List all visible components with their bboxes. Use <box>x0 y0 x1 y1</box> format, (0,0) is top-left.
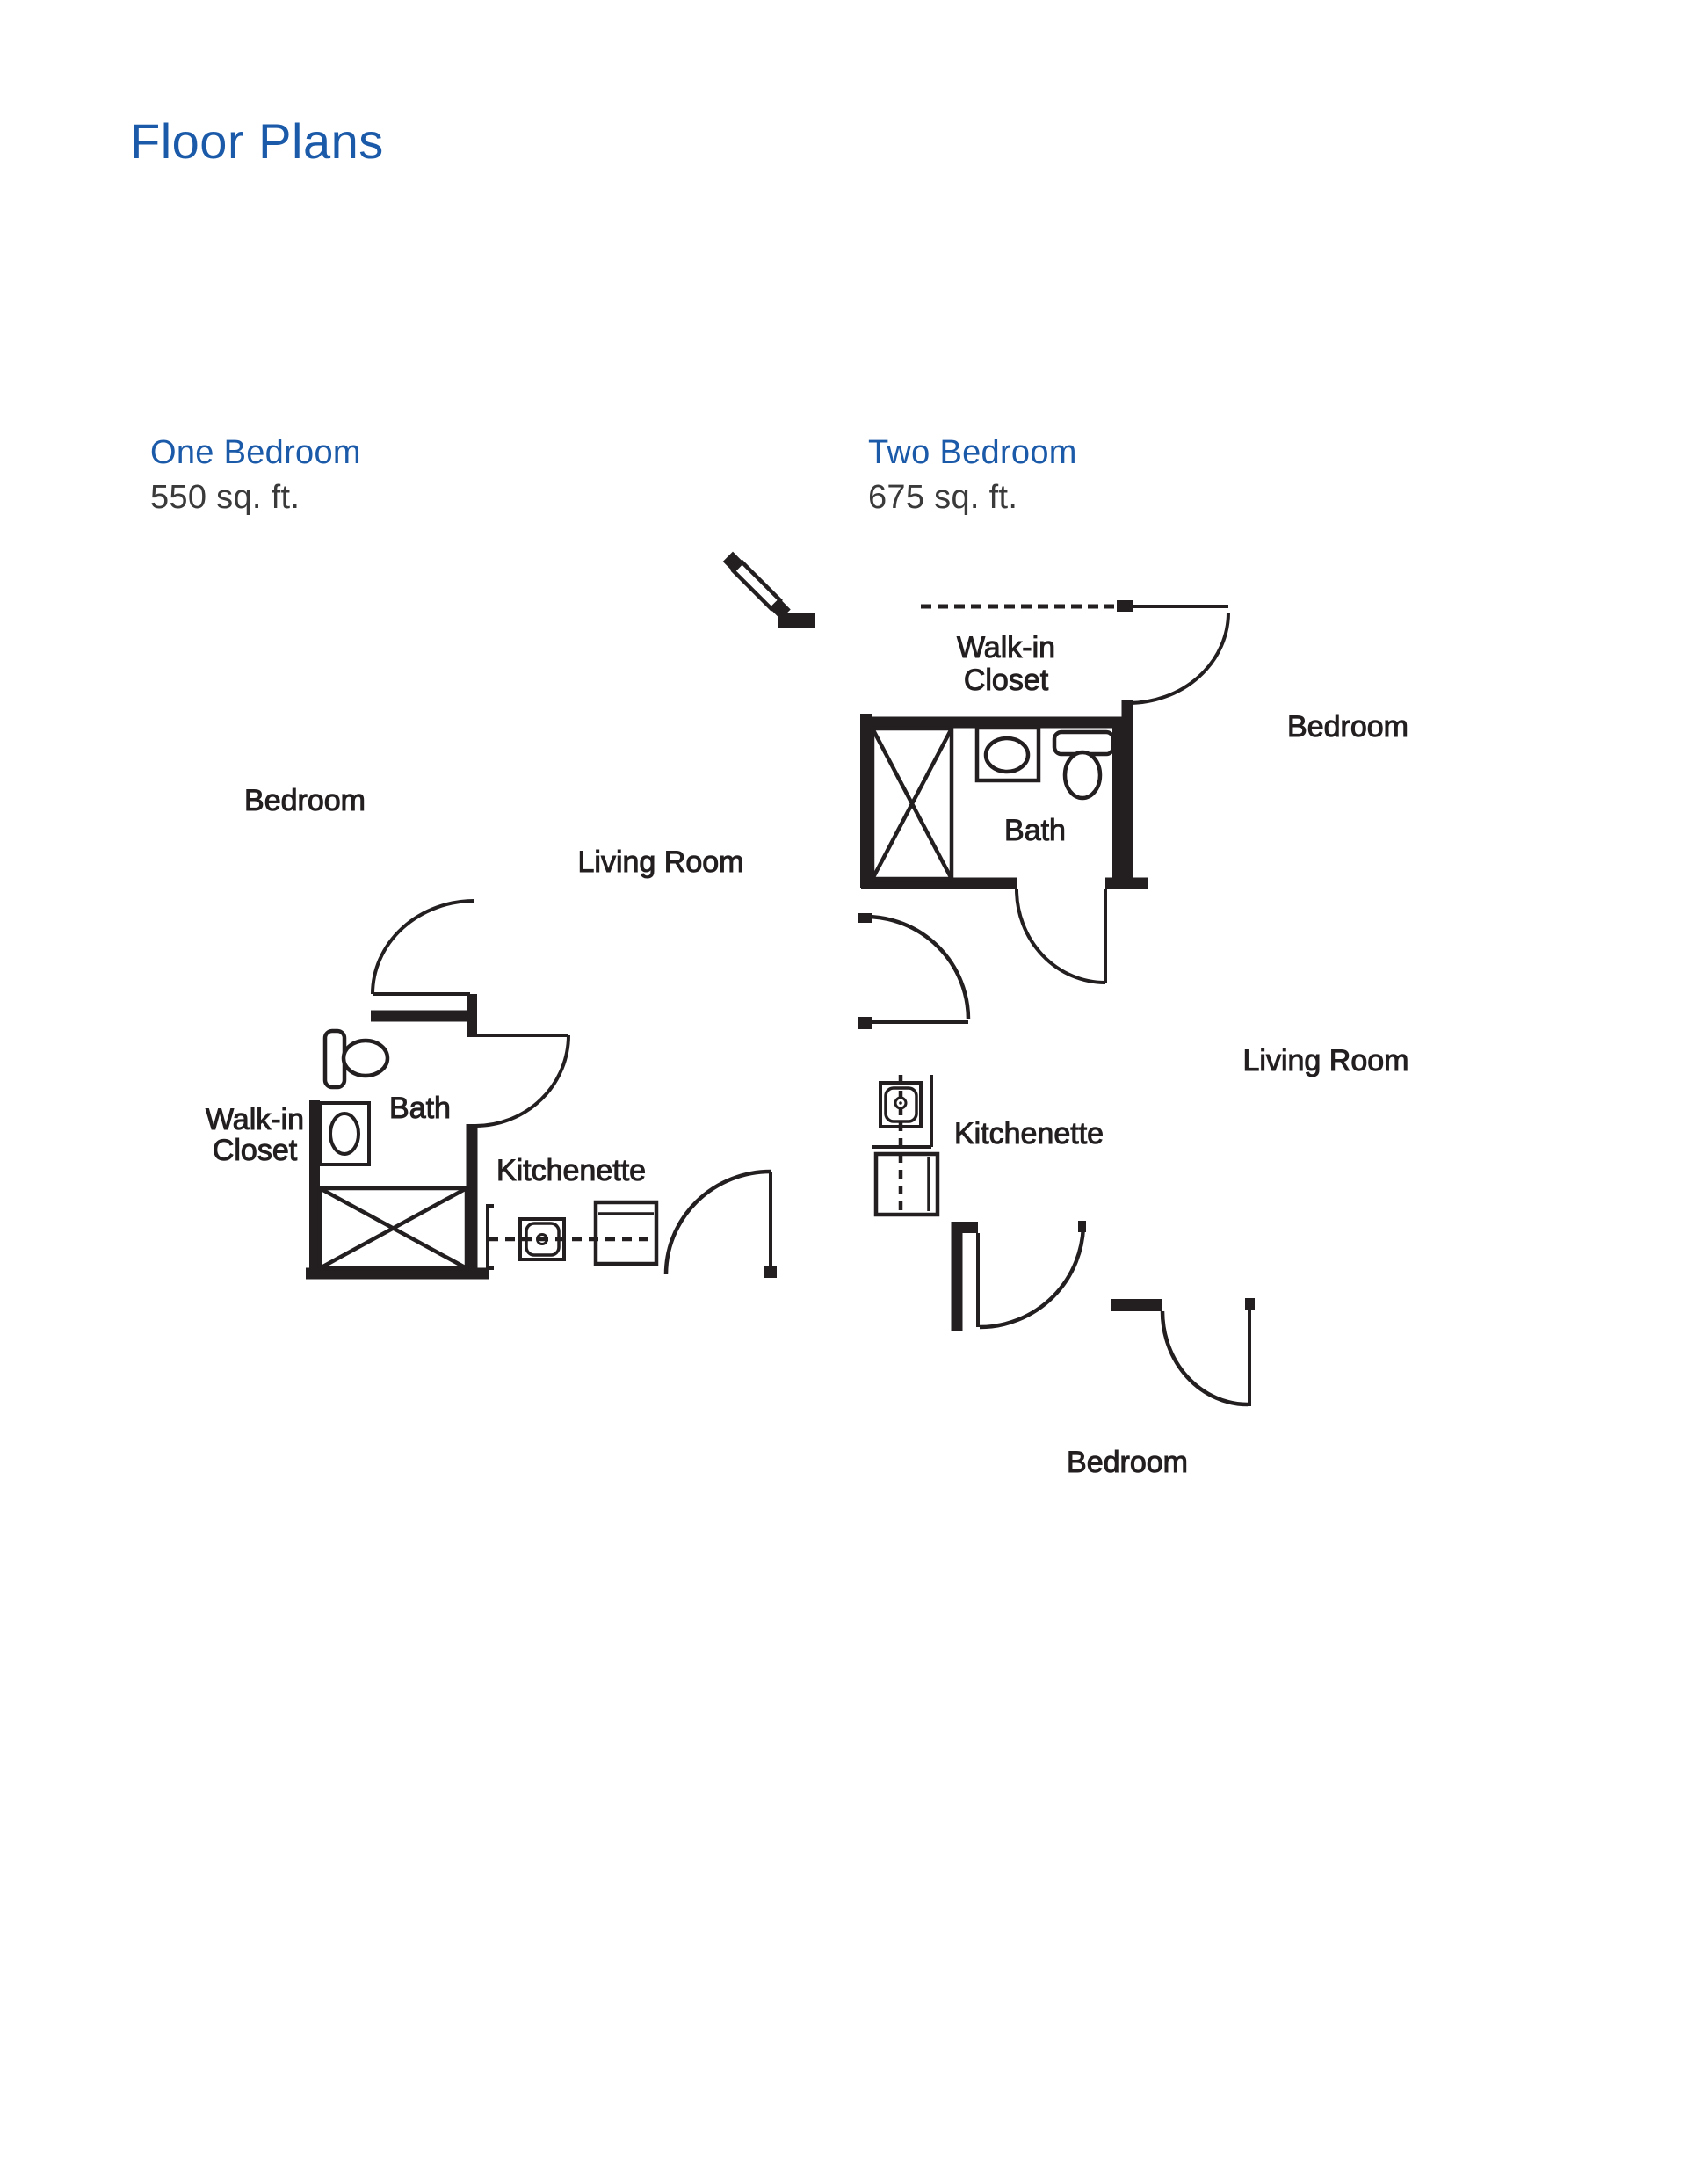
two-bedroom-heading: Two Bedroom 675 sq. ft. <box>868 434 1077 517</box>
two-bed-kitchenette-label: Kitchenette <box>954 1117 1104 1150</box>
one-bedroom-heading: One Bedroom 550 sq. ft. <box>150 434 361 517</box>
one-bed-bedroom-label: Bedroom <box>244 784 366 817</box>
bedroom-door-arc <box>371 899 477 1037</box>
two-bed-bedroom-lower-label: Bedroom <box>1067 1446 1188 1479</box>
two-bedroom-name: Two Bedroom <box>868 434 1077 471</box>
bath-closet-walls <box>306 1100 489 1280</box>
closet-symbol <box>870 726 954 882</box>
one-bedroom-area: 550 sq. ft. <box>150 479 300 516</box>
one-bedroom-plan-drawing: Bedroom Living Room Walk-in Closet Bath … <box>205 551 815 1280</box>
stove-symbol <box>879 1081 923 1128</box>
fridge-symbol <box>873 1151 940 1217</box>
bath-door-arc <box>474 1034 570 1128</box>
one-bed-living-room-label: Living Room <box>578 845 744 879</box>
one-bed-walk-in-label-1: Walk-in <box>206 1103 304 1136</box>
two-bed-bath-label: Bath <box>1004 814 1066 847</box>
bath-door-arc <box>1015 889 1107 984</box>
page-title: Floor Plans <box>130 113 384 169</box>
one-bed-walk-in-label-2: Closet <box>213 1134 298 1167</box>
toilet-symbol <box>322 1028 390 1090</box>
kitchenette-counter <box>486 1204 494 1270</box>
angled-door-symbol <box>722 551 815 628</box>
bath-walls <box>860 714 1148 889</box>
entry-door-arc <box>663 1169 777 1278</box>
living-room-door-arc <box>858 913 971 1029</box>
two-bedroom-plan-drawing: Walk-in Closet Bedroom Bath Living Room … <box>858 600 1409 1480</box>
one-bed-bath-label: Bath <box>389 1092 451 1125</box>
closet-symbol <box>317 1186 469 1271</box>
bedroom-door-arc-right <box>1111 1298 1255 1407</box>
two-bed-living-room-label: Living Room <box>1243 1044 1409 1077</box>
two-bed-walk-in-label-1: Walk-in <box>957 631 1055 664</box>
two-bed-bedroom-upper-label: Bedroom <box>1287 710 1408 744</box>
toilet-symbol <box>1052 729 1116 801</box>
one-bedroom-name: One Bedroom <box>150 434 361 471</box>
bedroom-door-arc-left <box>951 1221 1086 1331</box>
kitchenette-counter <box>872 1075 933 1149</box>
one-bed-kitchenette-label: Kitchenette <box>496 1154 646 1187</box>
upper-door-arc <box>1121 605 1230 882</box>
fridge-symbol <box>593 1200 659 1266</box>
sink-symbol <box>318 1101 371 1166</box>
sink-symbol <box>974 725 1041 783</box>
two-bed-walk-in-label-2: Closet <box>964 664 1049 697</box>
two-bedroom-area: 675 sq. ft. <box>868 479 1018 516</box>
stove-symbol <box>518 1217 566 1261</box>
